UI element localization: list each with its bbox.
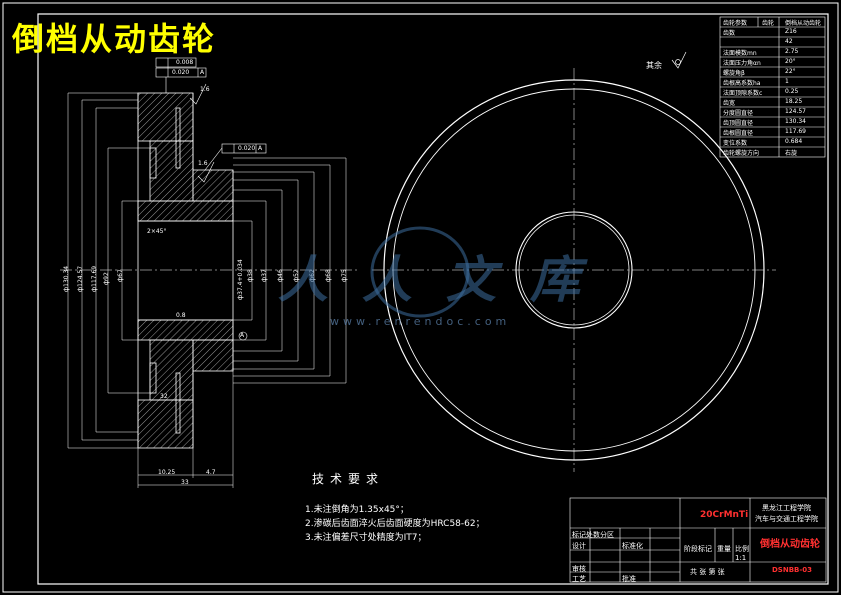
watermark-logo xyxy=(370,226,470,318)
approve-label: 批准 xyxy=(622,575,636,583)
boss-lower xyxy=(192,339,234,372)
param-label: 齿宽 xyxy=(723,100,736,107)
param-value: 0.25 xyxy=(785,88,799,95)
dim-bottom-3: 4.7 xyxy=(206,469,216,476)
param-label: 齿数 xyxy=(723,30,736,37)
weight-label: 重量 xyxy=(717,545,731,553)
drawing-title: 倒档从动齿轮 xyxy=(12,20,217,58)
param-label: 齿根圆直径 xyxy=(723,130,754,137)
boss-upper xyxy=(192,169,234,202)
param-label: 分度圆直径 xyxy=(723,110,754,117)
param-value: 倒档从动齿轮 xyxy=(785,20,822,27)
marks-label: 标记处数分区 xyxy=(572,531,614,539)
sheet-label: 共 张 第 张 xyxy=(690,568,725,576)
parameter-table-rows xyxy=(720,26,825,148)
inner-border xyxy=(37,13,829,585)
surface-note: 其余 xyxy=(646,61,662,70)
chamfer-label: 2×45° xyxy=(147,228,167,235)
dia-left-3: ф117.69 xyxy=(91,265,98,292)
ratio-value: 1:1 xyxy=(735,554,747,562)
param-label: 螺旋角β xyxy=(723,70,745,77)
watermark-text: 人人文库 xyxy=(278,251,614,309)
param-value: 右旋 xyxy=(785,150,798,157)
param-header: 齿轮 xyxy=(762,20,775,27)
gear-front-view xyxy=(372,68,776,472)
param-label: 齿轮参数 xyxy=(723,20,748,27)
dia-right-2: ф37 xyxy=(261,269,268,282)
dim-bottom-2: 33 xyxy=(181,479,189,486)
param-value: 117.69 xyxy=(785,128,806,135)
gear-section-view xyxy=(60,92,360,449)
tol-ref-3: A xyxy=(258,145,263,152)
hub-upper xyxy=(137,200,234,222)
tolerance-frames xyxy=(155,57,267,341)
roughness-3: 0.8 xyxy=(176,312,186,319)
dia-left-5: ф67 xyxy=(117,269,124,282)
param-label: 齿根高系数ha xyxy=(723,80,761,87)
param-value: 1 xyxy=(785,78,789,85)
tech-note-3: 3.未注偏差尺寸处精度为IT7； xyxy=(305,533,427,543)
dim-bottom-1: 10.25 xyxy=(158,469,176,476)
std-label: 标准化 xyxy=(622,542,643,550)
param-value: Z16 xyxy=(785,28,797,35)
param-value: 2.75 xyxy=(785,48,799,55)
web-upper xyxy=(149,140,194,202)
param-value: 20° xyxy=(785,58,796,65)
material-label: 20CrMnTi xyxy=(700,510,749,520)
param-label: 齿顶圆直径 xyxy=(723,120,754,127)
bottom-dimensions xyxy=(137,371,234,488)
left-diameter-dimensions xyxy=(67,92,150,449)
param-label: 法面压力角αn xyxy=(723,60,761,67)
tech-note-1: 1.未注倒角为1.35x45°； xyxy=(305,505,409,515)
school-name-2: 汽车与交通工程学院 xyxy=(755,515,818,523)
dia-left-4: ф92 xyxy=(103,272,110,285)
tol-value-1: 0.008 xyxy=(176,59,194,66)
dim-small: 32 xyxy=(160,393,168,400)
stage-mark: 阶段标记 xyxy=(684,545,712,553)
tol-value-2: 0.020 xyxy=(172,69,190,76)
param-value: 0.684 xyxy=(785,138,803,145)
web-lower xyxy=(149,339,194,401)
design-label: 设计 xyxy=(572,542,586,550)
hub-lower xyxy=(137,319,234,341)
param-value: 18.25 xyxy=(785,98,803,105)
dia-left-2: ф124.57 xyxy=(77,265,84,292)
param-value: 22° xyxy=(785,68,796,75)
tol-value-3: 0.020 xyxy=(238,145,256,152)
param-value: 130.34 xyxy=(785,118,806,125)
rim-upper xyxy=(137,92,194,142)
title-block xyxy=(569,497,827,583)
param-value: 124.57 xyxy=(785,108,806,115)
tech-note-2: 2.渗碳后齿面淬火后齿面硬度为HRC58-62； xyxy=(305,519,485,529)
watermark-url: www.renrendoc.com xyxy=(330,315,511,328)
roughness-symbol-other xyxy=(671,51,687,69)
rim-lower xyxy=(137,399,194,449)
process-label: 工艺 xyxy=(572,575,586,583)
param-value: 42 xyxy=(785,38,793,45)
tech-requirements-title: 技术要求 xyxy=(312,472,385,486)
drawing-number: DSNBB-03 xyxy=(772,566,813,574)
bore-dim: ф37.4+0.034 xyxy=(237,259,244,300)
param-label: 法面模数mn xyxy=(723,50,757,57)
param-label: 变位系数 xyxy=(723,140,748,147)
right-diameter-dimensions xyxy=(233,157,347,384)
roughness-1: 1.6 xyxy=(200,86,210,93)
part-name: 倒档从动齿轮 xyxy=(760,539,820,550)
param-label: 法面顶隙系数c xyxy=(723,90,763,97)
datum-label: A xyxy=(240,332,245,339)
ratio-label: 比例 xyxy=(735,545,749,553)
roughness-2: 1.6 xyxy=(198,160,208,167)
dia-right-1: ф38 xyxy=(247,269,254,282)
school-name-1: 黑龙江工程学院 xyxy=(762,504,811,512)
dia-left-1: ф130.34 xyxy=(63,265,70,292)
param-label: 齿轮螺旋方向 xyxy=(723,150,760,157)
tol-ref-1: A xyxy=(200,69,205,76)
review-label: 审核 xyxy=(572,565,586,573)
